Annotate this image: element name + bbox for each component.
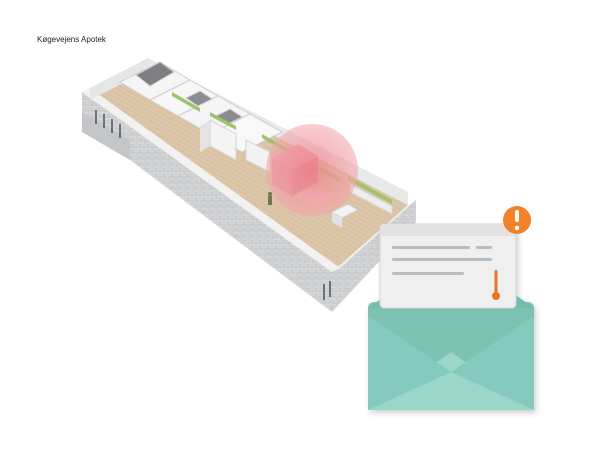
building-model [82,58,416,312]
side-wall-top [332,200,416,272]
exclamation-icon[interactable] [503,206,531,234]
store-title: Køgevejens Apotek [37,35,106,44]
back-short-wall [90,58,148,100]
thermometer-icon [492,270,500,300]
alert-letter [379,223,517,309]
shelving-units [200,119,393,215]
envelope-icon [368,223,534,410]
front-corner [82,112,130,160]
front-wall [82,92,332,292]
person-figure [268,192,272,205]
front-base [130,140,332,312]
wood-floor [90,70,408,268]
front-windows [95,110,331,300]
heat-hotspot [266,124,358,216]
front-wall-top [82,88,340,272]
